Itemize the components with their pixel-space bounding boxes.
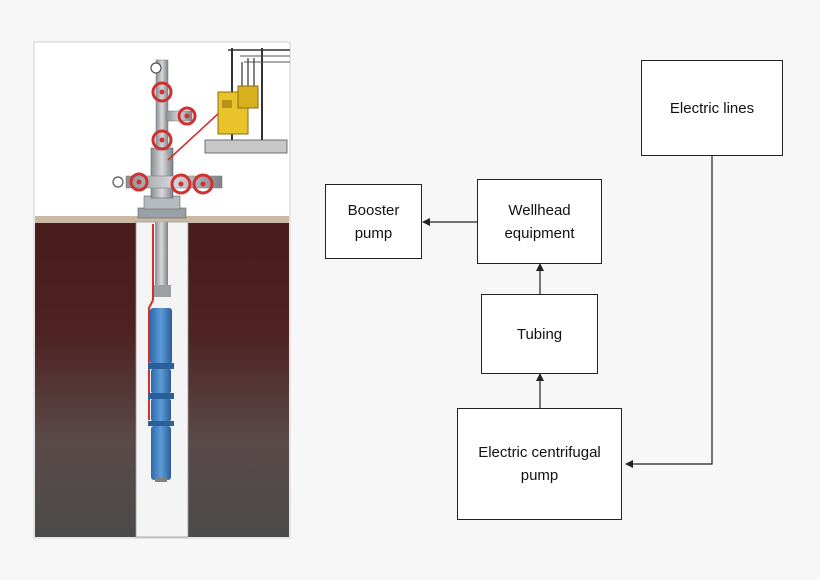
node-label: Tubing: [516, 325, 563, 343]
edge-electric-lines-to-pump: [625, 156, 713, 468]
node-booster-pump: Booster pump: [325, 184, 422, 259]
node-label-line: pump: [354, 224, 393, 242]
node-label-line: Booster: [347, 201, 400, 219]
valve-wheel-icon: [129, 81, 214, 195]
well-illustration: [33, 41, 291, 539]
pressure-gauge-icon: [112, 62, 162, 188]
surface-cable: [167, 111, 221, 161]
ground-surface: [35, 216, 289, 223]
connector-lines: [422, 156, 713, 468]
node-wellhead-equipment: Wellhead equipment: [477, 179, 602, 264]
node-label-line: Electric centrifugal: [478, 444, 601, 461]
node-electric-centrifugal-pump: Electric centrifugal pump: [457, 408, 622, 520]
node-label: Electric lines: [669, 99, 755, 117]
tubing-coupling: [152, 285, 171, 297]
control-panel-icon: [204, 48, 290, 154]
node-label-line: Wellhead: [508, 201, 571, 219]
node-tubing: Tubing: [481, 294, 598, 374]
node-label-line: equipment: [504, 224, 575, 242]
node-label-line: pump: [520, 467, 559, 484]
node-electric-lines: Electric lines: [641, 60, 783, 156]
electric-submersible-pump: [148, 308, 174, 482]
tubing-pipe: [155, 222, 168, 297]
